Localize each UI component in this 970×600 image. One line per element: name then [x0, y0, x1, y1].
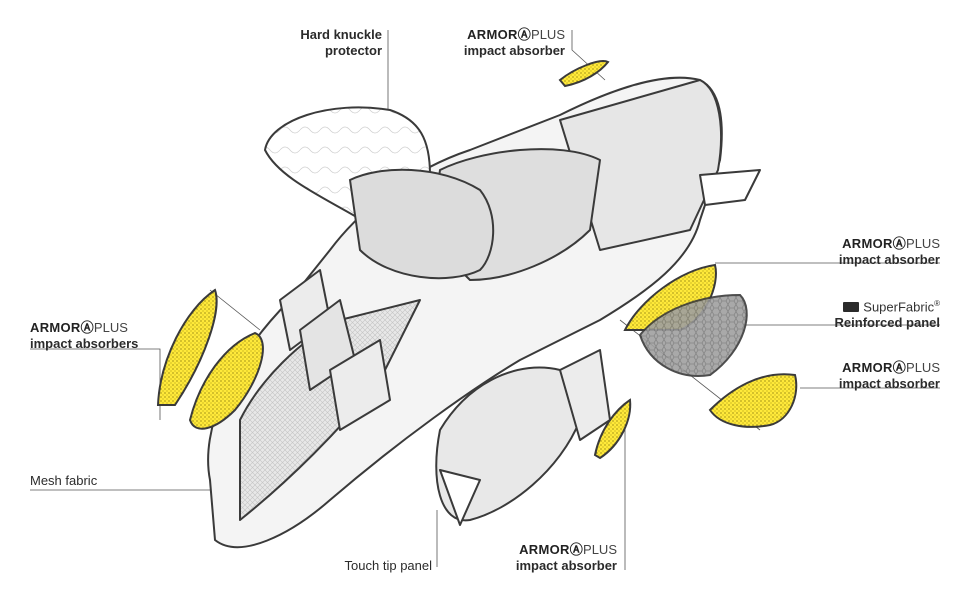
- armorplus-logo-icon: ARMORⒶPLUS: [467, 27, 565, 42]
- label-right-absorber-2: ARMORⒶPLUS impact absorber: [780, 360, 940, 392]
- armorplus-logo-icon: ARMORⒶPLUS: [842, 360, 940, 375]
- label-touch-tip: Touch tip panel: [344, 558, 432, 573]
- label-knuckle-protector: Hard knuckle protector: [270, 27, 382, 59]
- left-absorbers-desc: impact absorbers: [30, 336, 139, 351]
- absorber-right-2: [708, 373, 798, 428]
- label-top-absorber: ARMORⒶPLUS impact absorber: [420, 27, 565, 59]
- absorber-top: [558, 60, 610, 88]
- armorplus-logo-icon: ARMORⒶPLUS: [842, 236, 940, 251]
- absorber-left-1: [156, 288, 218, 406]
- bottom-absorber-desc: impact absorber: [515, 558, 617, 573]
- glove-body: [207, 76, 761, 549]
- top-absorber-desc: impact absorber: [463, 43, 565, 58]
- label-bottom-absorber: ARMORⒶPLUS impact absorber: [480, 542, 617, 574]
- label-superfabric: SuperFabric® Reinforced panel: [780, 296, 940, 331]
- superfabric-desc: Reinforced panel: [834, 315, 940, 331]
- superfabric-panel: [638, 293, 748, 377]
- armorplus-logo-icon: ARMORⒶPLUS: [30, 320, 128, 335]
- knuckle-line1: Hard knuckle: [300, 27, 382, 42]
- knuckle-line2: protector: [324, 43, 382, 58]
- label-left-absorbers: ARMORⒶPLUS impact absorbers: [30, 320, 190, 352]
- right-absorber-1-desc: impact absorber: [838, 252, 940, 267]
- right-absorber-2-desc: impact absorber: [838, 376, 940, 391]
- label-mesh-fabric: Mesh fabric: [30, 473, 98, 488]
- armorplus-logo-icon: ARMORⒶPLUS: [519, 542, 617, 557]
- absorber-bottom: [593, 398, 632, 460]
- superfabric-logo-icon: SuperFabric®: [780, 296, 940, 315]
- knuckle-protector: [263, 106, 495, 280]
- label-right-absorber-1: ARMORⒶPLUS impact absorber: [780, 236, 940, 268]
- absorber-left-2: [188, 331, 264, 430]
